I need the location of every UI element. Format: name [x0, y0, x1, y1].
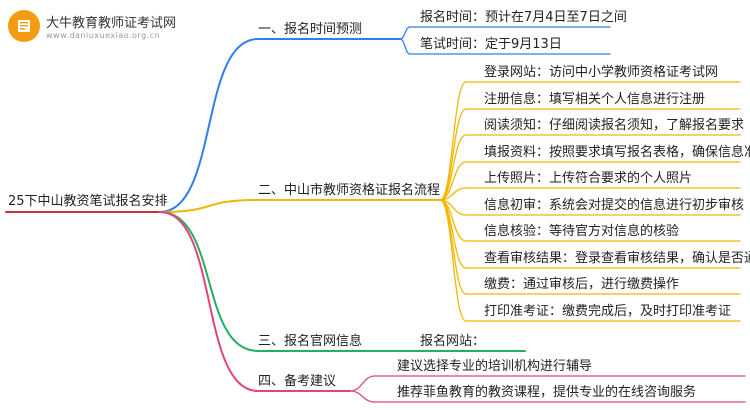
leaf-connector [399, 26, 411, 40]
leaf-step-read: 阅读须知：仔细阅读报名须知，了解报名要求 [484, 118, 745, 133]
branch-connector [159, 38, 259, 213]
leaf-step-result: 查看审核结果：登录查看审核结果，确认是否通过 [484, 251, 750, 266]
branch-registration-time: 一、报名时间预测 [258, 22, 363, 37]
leaf-registration-time: 报名时间：预计在7月4日至7日之间 [420, 10, 627, 25]
leaf-step-photo: 上传照片：上传符合要求的个人照片 [484, 171, 693, 186]
branch-study-advice: 四、备考建议 [258, 374, 337, 389]
leaf-step-verify: 信息核验：等待官方对信息的核验 [484, 224, 680, 239]
leaf-official-site: 报名网站： [420, 334, 486, 349]
leaf-step-fill: 填报资料：按照要求填写报名表格，确保信息准确 [484, 145, 750, 160]
logo-url: www.daniuxuexiao.org.cn [46, 31, 161, 40]
branch-connector [159, 199, 259, 213]
logo-title: 大牛教育教师证考试网 [46, 16, 177, 31]
leaf-connector [439, 108, 467, 201]
leaf-step-login: 登录网站：访问中小学教师资格证考试网 [484, 65, 719, 80]
leaf-advice-course: 推荐菲鱼教育的教资课程，提供专业的在线咨询服务 [397, 385, 697, 400]
site-logo: 大牛教育教师证考试网 www.daniuxuexiao.org.cn [8, 10, 188, 44]
root-topic: 25下中山教资笔试报名安排 [8, 194, 168, 209]
branch-official-site: 三、报名官网信息 [258, 334, 363, 349]
leaf-exam-time: 笔试时间：定于9月13日 [420, 37, 562, 52]
leaf-advice-training: 建议选择专业的培训机构进行辅导 [397, 359, 593, 374]
book-icon [8, 10, 40, 42]
leaf-connector [439, 199, 467, 322]
leaf-connector [399, 38, 411, 55]
leaf-step-review: 信息初审：系统会对提交的信息进行初步审核 [484, 198, 745, 213]
leaf-step-pay: 缴费：通过审核后，进行缴费操作 [484, 277, 680, 292]
leaf-connector [349, 390, 376, 403]
branch-connector [159, 211, 259, 392]
leaf-connector [349, 375, 376, 392]
branch-registration-process: 二、中山市教师资格证报名流程 [258, 183, 441, 198]
leaf-step-print: 打印准考证：缴费完成后，及时打印准考证 [484, 304, 732, 319]
leaf-step-register: 注册信息：填写相关个人信息进行注册 [484, 92, 706, 107]
branch-connector [159, 211, 259, 352]
leaf-connector [439, 161, 467, 201]
leaf-connector [439, 81, 467, 201]
